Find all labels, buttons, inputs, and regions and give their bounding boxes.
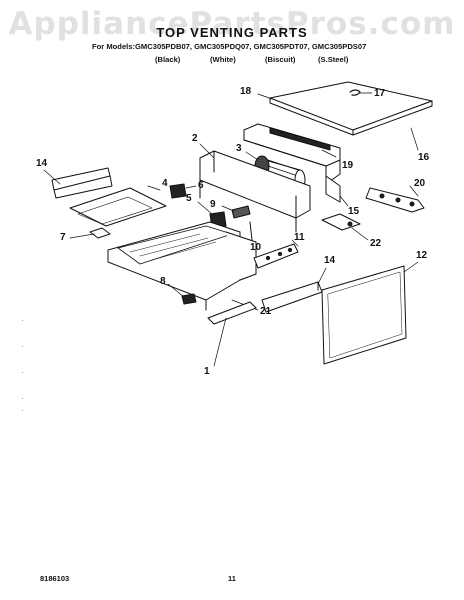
part-2-back-panel bbox=[199, 143, 311, 233]
callout-5: 5 bbox=[186, 193, 192, 204]
part-8-screw bbox=[167, 283, 197, 305]
scan-dot bbox=[22, 346, 23, 347]
callout-15: 15 bbox=[348, 206, 360, 217]
document-number: 8186103 bbox=[40, 574, 70, 583]
scan-dot bbox=[22, 372, 23, 373]
scan-dot bbox=[22, 320, 23, 321]
part-6-switch bbox=[169, 183, 197, 199]
callout-18: 18 bbox=[240, 86, 252, 97]
callout-17: 17 bbox=[374, 88, 386, 99]
part-11-bracket bbox=[253, 239, 299, 269]
callout-12: 12 bbox=[416, 250, 428, 261]
callout-9: 9 bbox=[210, 199, 216, 210]
callout-21: 21 bbox=[260, 306, 272, 317]
callout-20: 20 bbox=[414, 178, 426, 189]
callout-8: 8 bbox=[160, 276, 166, 287]
callout-22: 22 bbox=[370, 238, 382, 249]
part-12-side-panel bbox=[321, 261, 419, 365]
part-19-vent-bracket bbox=[243, 123, 341, 185]
watermark-logo: AppliancePartsPros.com bbox=[8, 6, 456, 42]
part-20-hinge bbox=[365, 185, 425, 213]
callout-1: 1 bbox=[204, 366, 210, 377]
scan-dot bbox=[22, 410, 23, 411]
variant-white: (White) bbox=[210, 55, 236, 64]
part-1-bottom-rail bbox=[207, 301, 257, 367]
callout-4: 4 bbox=[162, 178, 168, 189]
callout-6: 6 bbox=[198, 180, 204, 191]
callout-3: 3 bbox=[236, 143, 242, 154]
variant-biscuit: (Biscuit) bbox=[265, 55, 296, 64]
part-15-bracket bbox=[325, 175, 349, 207]
page-title: TOP VENTING PARTS bbox=[156, 25, 308, 40]
callout-10: 10 bbox=[250, 242, 262, 253]
part-4-plate bbox=[69, 185, 167, 227]
part-9-connector bbox=[221, 205, 251, 219]
variant-ssteel: (S.Steel) bbox=[318, 55, 349, 64]
callout-14-right: 14 bbox=[324, 255, 336, 266]
part-14-right-bracket bbox=[261, 267, 327, 313]
models-line: For Models:GMC305PDB07, GMC305PDQ07, GMC… bbox=[92, 42, 367, 51]
part-21-duct-tray bbox=[107, 221, 259, 311]
leader-16 bbox=[410, 127, 419, 151]
part-17-clip bbox=[349, 89, 373, 96]
part-14-left-bracket bbox=[43, 167, 113, 199]
callout-16: 16 bbox=[418, 152, 430, 163]
page-number: 11 bbox=[228, 574, 236, 583]
scan-dot bbox=[22, 398, 23, 399]
variant-black: (Black) bbox=[155, 55, 181, 64]
callout-2: 2 bbox=[192, 133, 198, 144]
callout-11: 11 bbox=[294, 232, 305, 243]
callout-14-left: 14 bbox=[36, 158, 48, 169]
callout-7: 7 bbox=[60, 232, 66, 243]
part-7-plate bbox=[69, 227, 111, 239]
part-18-top-panel bbox=[257, 81, 433, 136]
callout-19: 19 bbox=[342, 160, 354, 171]
part-22-plate bbox=[321, 213, 369, 241]
